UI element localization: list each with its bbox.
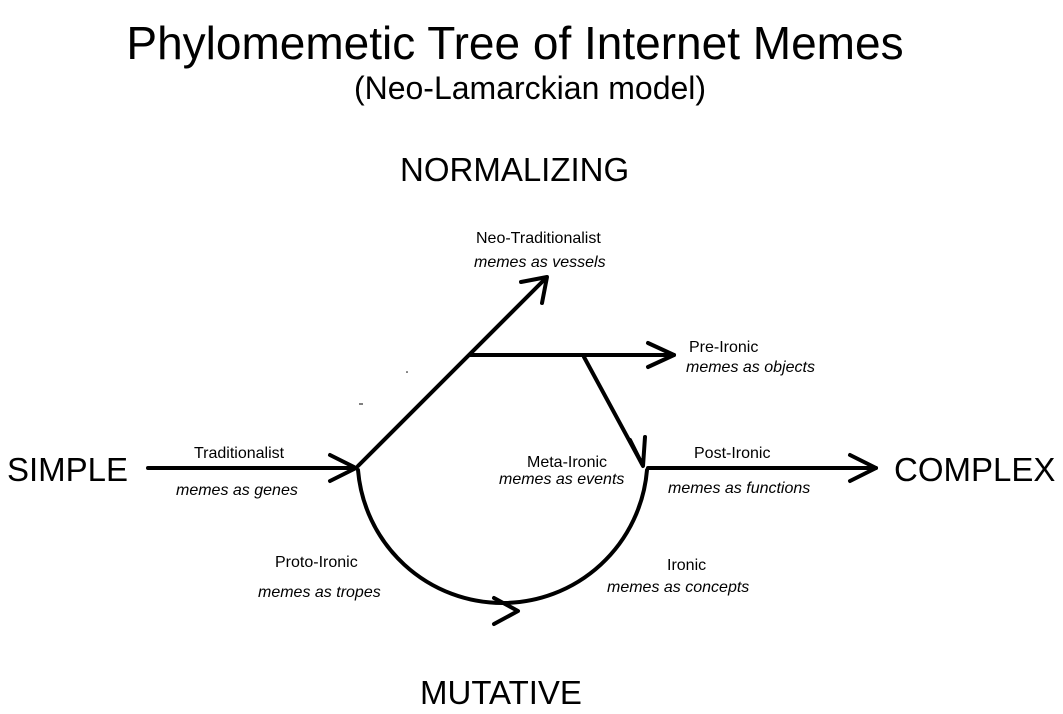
node-ironic-desc: memes as concepts	[607, 579, 750, 596]
node-proto-ironic-name: Proto-Ironic	[275, 554, 358, 571]
node-meta-ironic-name: Meta-Ironic	[527, 454, 608, 471]
node-neo-traditionalist-name: Neo-Traditionalist	[476, 230, 601, 247]
speck-mark	[406, 371, 408, 373]
arrowhead-complex	[848, 453, 878, 483]
arrowhead-meta-ironic	[628, 435, 647, 468]
node-traditionalist-name: Traditionalist	[194, 445, 285, 462]
node-pre-ironic-name: Pre-Ironic	[689, 339, 759, 356]
arrowhead-neo-traditionalist	[519, 275, 549, 305]
node-meta-ironic-desc: memes as events	[499, 471, 625, 488]
node-traditionalist-desc: memes as genes	[176, 482, 298, 499]
axis-label-simple: SIMPLE	[7, 451, 129, 488]
arrowhead-mutative-loop	[492, 596, 520, 626]
arrowhead-pre-ironic	[646, 341, 676, 369]
node-pre-ironic-desc: memes as objects	[686, 359, 815, 376]
edge-to-neo-traditionalist	[356, 276, 548, 468]
node-post-ironic-name: Post-Ironic	[694, 445, 771, 462]
edge-mutative-loop	[356, 468, 649, 605]
diagram-title: Phylomemetic Tree of Internet Memes	[126, 17, 904, 69]
node-post-ironic-desc: memes as functions	[668, 480, 811, 497]
node-neo-traditionalist-desc: memes as vessels	[474, 254, 606, 271]
node-ironic-name: Ironic	[667, 557, 707, 574]
diagram-subtitle: (Neo-Lamarckian model)	[353, 70, 707, 106]
node-proto-ironic-desc: memes as tropes	[258, 584, 381, 601]
arrowhead-traditionalist	[328, 453, 358, 483]
axis-label-mutative: MUTATIVE	[420, 674, 582, 711]
axis-label-normalizing: NORMALIZING	[400, 151, 630, 188]
axis-label-complex: COMPLEX	[894, 451, 1056, 488]
